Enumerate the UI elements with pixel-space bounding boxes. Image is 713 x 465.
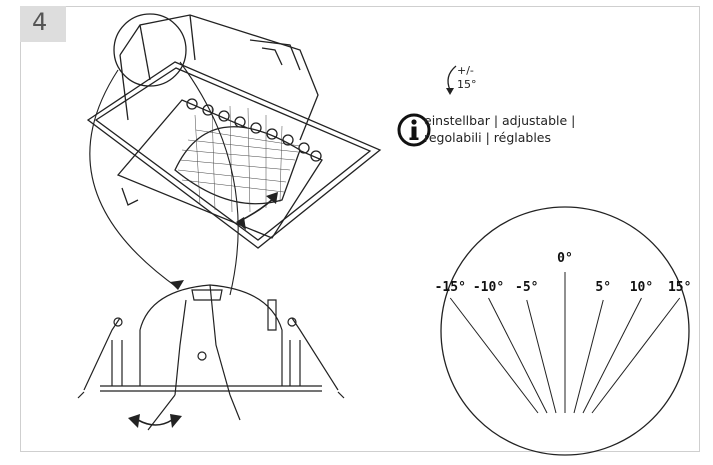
luminaire-side-view [77, 284, 345, 431]
rotation-line-1: +/- [457, 64, 474, 77]
dial-label: 15° [668, 280, 691, 295]
dial-line [488, 297, 548, 414]
dial-label: 0° [557, 251, 573, 266]
diagram-frame [20, 6, 700, 452]
dial-label: -15° [435, 280, 466, 295]
dial-line [591, 297, 681, 414]
adjustable-note-line-2: regolabili | réglables [424, 130, 552, 145]
arrow-head [128, 414, 140, 428]
rotation-label: +/- 15° [457, 64, 477, 92]
dial-line [449, 297, 539, 414]
dial-angle-labels: -15° -10° -5° 0° 5° 10° 15° [435, 251, 692, 295]
luminaire-top-view [86, 13, 382, 249]
dial-angle-lines [449, 272, 681, 414]
adjustable-note-line-1: einstellbar | adjustable | [424, 113, 576, 128]
dial-circle [440, 206, 690, 456]
arrow-head [170, 414, 182, 428]
arrow-head [170, 280, 184, 290]
dial-label: 5° [595, 280, 611, 295]
rotation-line-2: 15° [457, 78, 477, 91]
dial-label: -10° [473, 280, 504, 295]
arrow-head [266, 192, 278, 204]
adjustable-note: einstellbar | adjustable | regolabili | … [424, 112, 575, 146]
dial-line [582, 297, 642, 414]
tilt-arrow-bottom [137, 419, 173, 426]
step-badge: 4 [20, 6, 66, 42]
arrow-head [446, 88, 454, 95]
info-icon [397, 113, 431, 147]
dial-line [526, 299, 557, 414]
rotation-icon [447, 65, 457, 91]
dial-label: -5° [515, 280, 538, 295]
led-row [186, 98, 322, 162]
dial-label: 10° [630, 280, 653, 295]
connector-lines [89, 61, 239, 296]
arrow-head [236, 217, 246, 230]
step-number: 4 [32, 8, 48, 36]
tilt-dial: -15° -10° -5° 0° 5° 10° 15° [435, 206, 692, 456]
dial-line [573, 299, 604, 414]
